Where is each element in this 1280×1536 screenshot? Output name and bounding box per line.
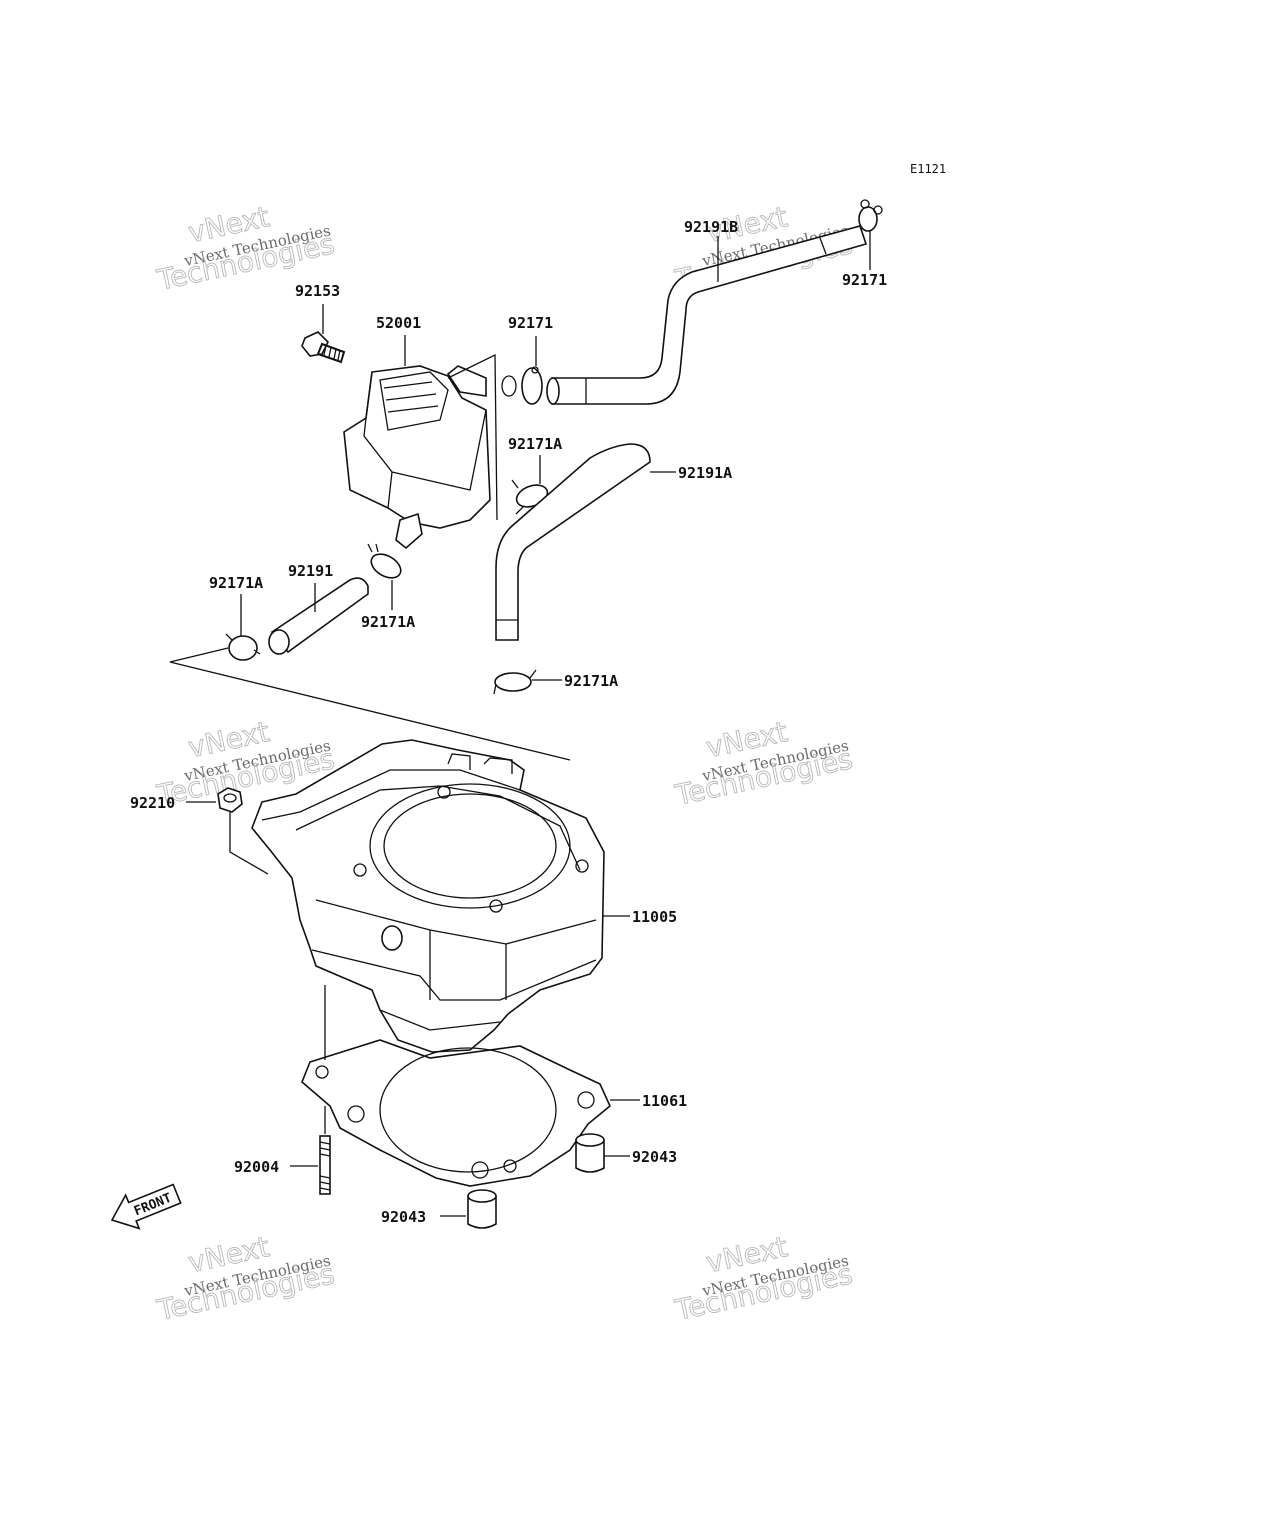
dowel-92043-bottom: [467, 1189, 497, 1229]
label-92043-bottom: 92043: [381, 1208, 426, 1226]
clamp-92171a-tank: [367, 543, 402, 579]
label-92171-right: 92171: [842, 271, 887, 289]
front-direction-arrow: FRONT: [110, 1183, 182, 1230]
nut-92210: [217, 787, 243, 813]
clamp-92171a-left: [225, 633, 261, 661]
hose-92191b: [546, 225, 868, 405]
label-92191b: 92191B: [684, 218, 738, 236]
clamp-92171-right: [858, 199, 883, 232]
label-92004: 92004: [234, 1158, 279, 1176]
cylinder-reference-line: [169, 647, 571, 761]
label-92171a-bottom: 92171A: [564, 672, 618, 690]
clamp-92171-top: [501, 366, 543, 405]
tank-reference-line: [447, 353, 498, 521]
watermark-top-left: vNext vNext Technologies Technologies: [153, 200, 338, 298]
label-92191: 92191: [288, 562, 333, 580]
watermark-mid-right: vNext vNext Technologies Technologies: [671, 715, 856, 813]
watermark-bottom-left: vNext vNext Technologies Technologies: [153, 1230, 338, 1328]
label-92043-right: 92043: [632, 1148, 677, 1166]
label-92191a: 92191A: [678, 464, 732, 482]
nut-reference-line: [229, 812, 269, 875]
label-11005: 11005: [632, 908, 677, 926]
stud-92004: [319, 1135, 331, 1195]
diagram-code: E1121: [910, 162, 946, 176]
cylinder-11005: [251, 739, 605, 1053]
label-52001: 52001: [376, 314, 421, 332]
hose-92191: [268, 577, 369, 655]
clamp-92171a-bottom: [493, 669, 537, 695]
label-92171a-tank: 92171A: [361, 613, 415, 631]
reservoir-tank-52001: [343, 365, 491, 550]
gasket-11061: [301, 1039, 611, 1187]
dowel-92043-right: [575, 1133, 605, 1173]
hose-92191a: [495, 443, 651, 641]
watermark-bottom-right: vNext vNext Technologies Technologies: [671, 1230, 856, 1328]
label-92171-top: 92171: [508, 314, 553, 332]
label-11061: 11061: [642, 1092, 687, 1110]
label-92171a-left: 92171A: [209, 574, 263, 592]
label-92153: 92153: [295, 282, 340, 300]
bolt-92153: [301, 331, 346, 364]
label-92171a-mid: 92171A: [508, 435, 562, 453]
label-92210: 92210: [130, 794, 175, 812]
